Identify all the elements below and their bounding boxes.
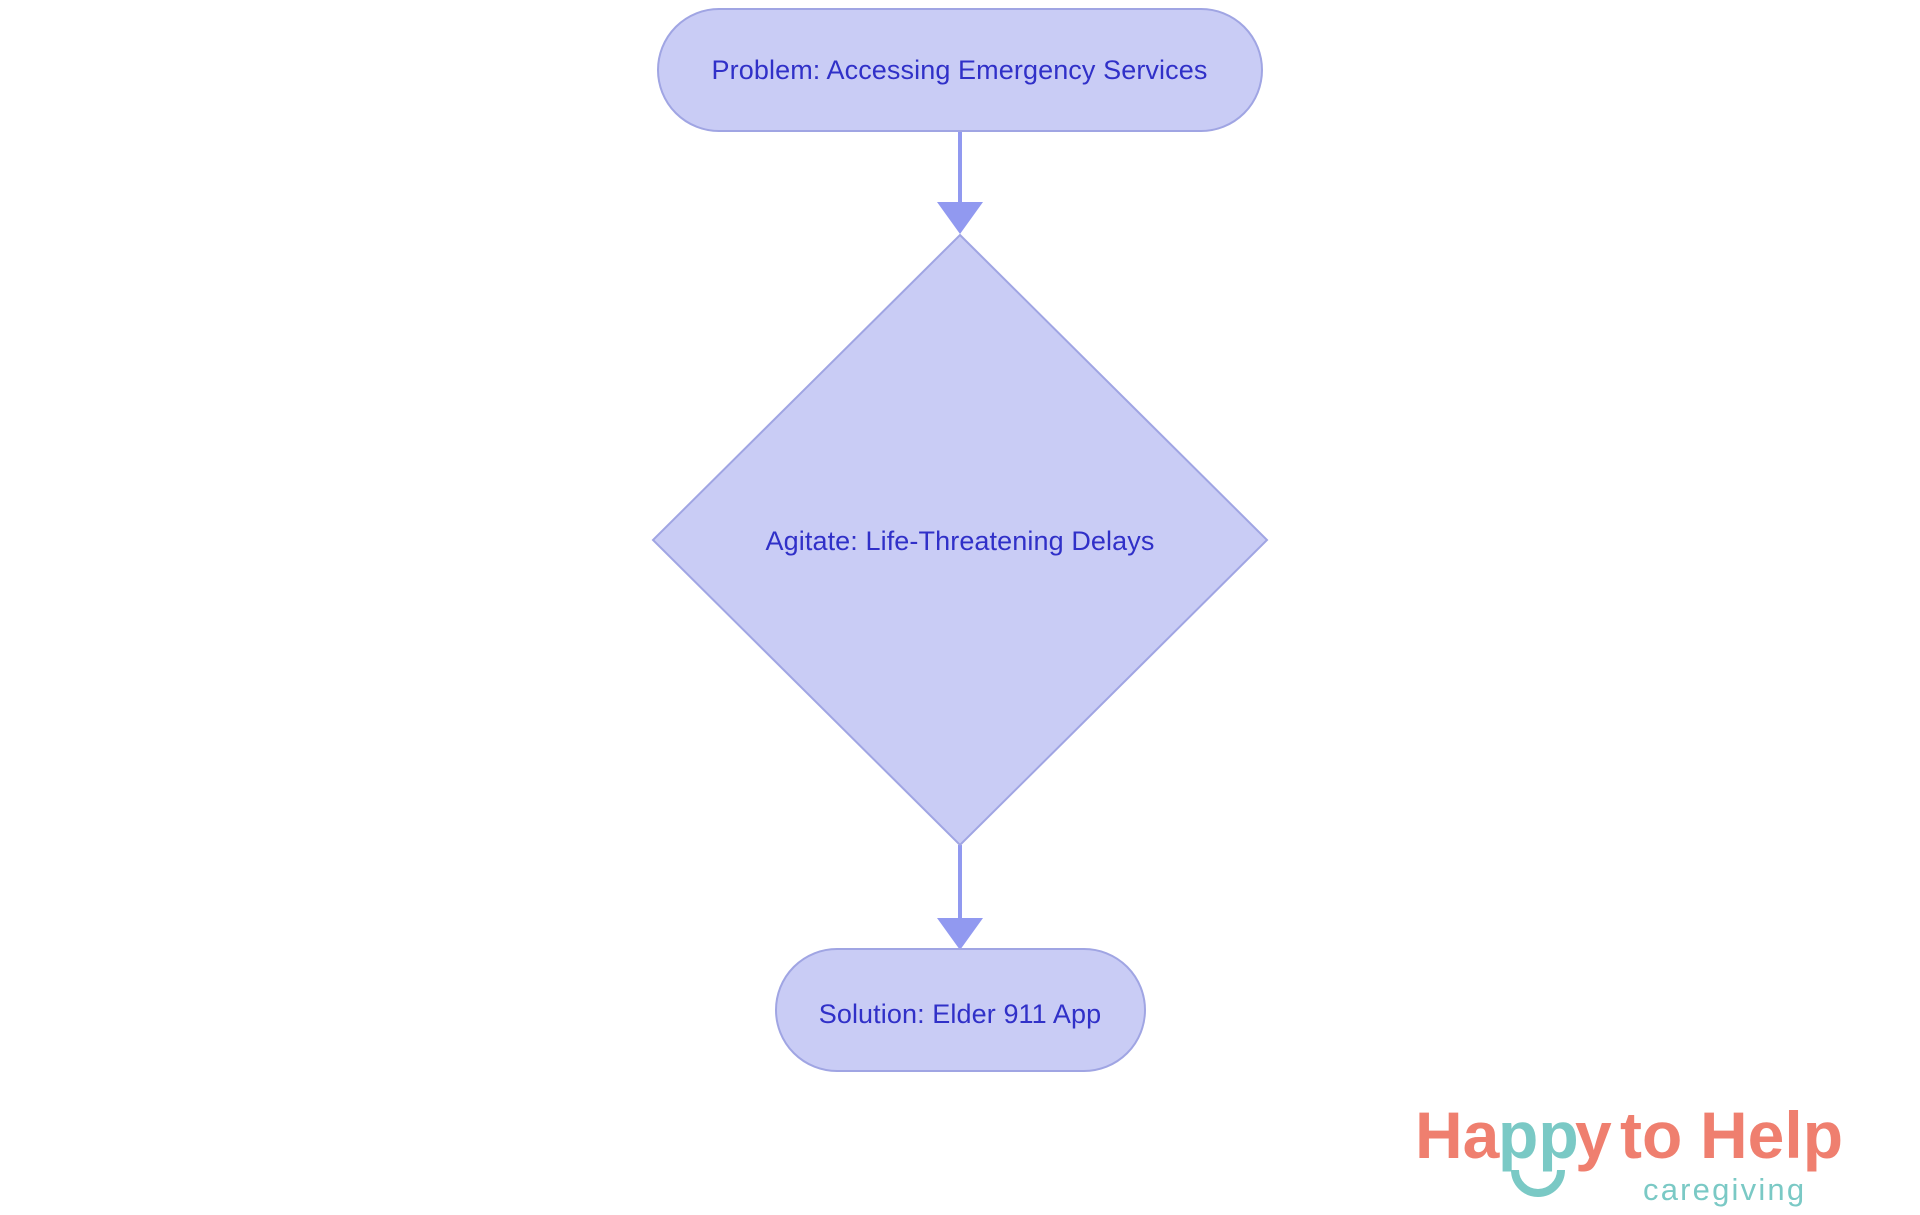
node-problem[interactable] bbox=[657, 8, 1263, 132]
logo-word-help: Help bbox=[1700, 1098, 1843, 1172]
node-problem-label: Problem: Accessing Emergency Services bbox=[711, 55, 1208, 85]
edge-agitate-to-solution bbox=[937, 845, 983, 950]
node-agitate-label: Agitate: Life-Threatening Delays bbox=[765, 526, 1155, 556]
logo-word-to: to bbox=[1620, 1098, 1682, 1172]
smile-arc-icon bbox=[1511, 1169, 1565, 1197]
logo-tagline: caregiving bbox=[1643, 1172, 1806, 1207]
logo-word-pp: pp bbox=[1498, 1098, 1579, 1172]
node-solution[interactable] bbox=[775, 948, 1146, 1072]
node-solution-label: Solution: Elder 911 App bbox=[818, 999, 1102, 1029]
logo-word-y: y bbox=[1575, 1098, 1612, 1172]
brand-logo: Ha pp y to Help caregiving bbox=[1415, 1098, 1895, 1210]
logo-word-ha: Ha bbox=[1415, 1098, 1501, 1172]
brand-logo-graphic: Ha pp y to Help caregiving bbox=[1415, 1098, 1843, 1207]
node-agitate[interactable] bbox=[651, 233, 1269, 847]
edge-problem-to-agitate bbox=[937, 131, 983, 234]
